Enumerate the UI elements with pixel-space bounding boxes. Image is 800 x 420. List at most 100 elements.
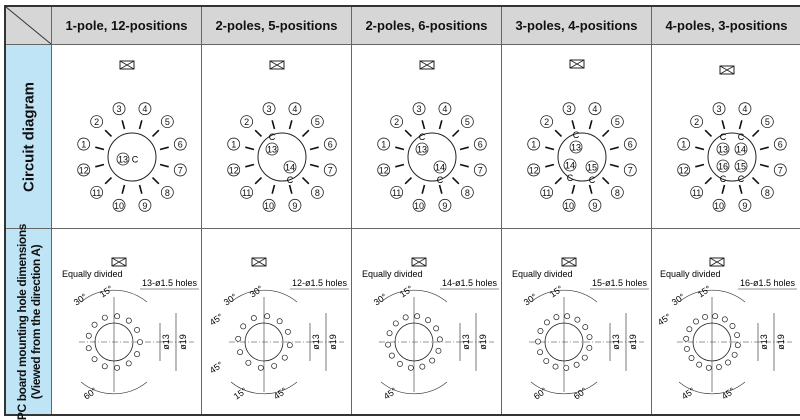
symbol-box <box>569 59 585 69</box>
view-direction-symbol <box>119 60 135 70</box>
pole-circle <box>716 159 730 173</box>
mounting-hole <box>433 325 440 332</box>
mounting-hole <box>705 364 712 371</box>
terminal-circle <box>310 185 324 199</box>
column-header: 2-poles, 6-positions <box>351 5 502 45</box>
view-direction-symbol <box>251 257 267 267</box>
terminal-number: 12 <box>529 165 539 175</box>
pole-number: 14 <box>565 161 575 171</box>
mounting-hole <box>402 314 409 321</box>
equally-divided-label: Equally divided <box>62 269 123 279</box>
diameter-13-label: ø13 <box>759 334 769 350</box>
terminal-number: 11 <box>692 188 701 198</box>
mounting-hole <box>276 318 283 325</box>
terminal-number: 2 <box>244 117 249 127</box>
terminal-number: 2 <box>94 117 99 127</box>
terminal-circle <box>773 137 787 151</box>
terminal-number: 1 <box>81 140 86 150</box>
contact-line <box>395 163 405 168</box>
pole-circle <box>415 142 429 156</box>
terminal-circle <box>438 102 452 116</box>
mounting-hole <box>729 323 736 329</box>
pole-circle <box>265 142 279 156</box>
mounting-hole <box>683 335 690 342</box>
pole-number: 13 <box>417 145 427 155</box>
pole-circle <box>283 160 297 174</box>
terminal-number: 10 <box>414 201 424 211</box>
mounting-hole <box>91 356 98 363</box>
contact-line <box>704 176 713 185</box>
contact-line <box>159 146 169 151</box>
terminal-circle <box>712 198 726 212</box>
angle-arc <box>80 289 148 303</box>
terminal-number: 9 <box>442 201 447 211</box>
terminal-number: 9 <box>592 201 597 211</box>
contact-line <box>554 129 563 138</box>
contact-line <box>104 176 113 185</box>
holes-label: 15-ø1.5 holes <box>592 278 648 288</box>
terminal-number: 6 <box>778 140 783 150</box>
angle-arc <box>678 289 746 303</box>
mounting-hole <box>702 313 709 320</box>
angle-arc <box>530 289 598 303</box>
terminal-circle <box>760 185 774 199</box>
terminal-circle <box>173 163 187 177</box>
contact-line <box>301 176 310 185</box>
mounting-hole <box>688 355 695 361</box>
terminal-circle <box>77 137 91 151</box>
contact-line <box>309 163 319 168</box>
terminal-number: 12 <box>379 165 389 175</box>
view-direction-symbol <box>719 65 735 75</box>
symbol-cross <box>419 60 435 70</box>
terminal-number: 1 <box>381 140 386 150</box>
terminal-circle <box>112 198 126 212</box>
mounting-hole <box>407 364 414 371</box>
contact-line <box>759 163 769 168</box>
pc-label-line1: PC board mounting hole dimensions <box>14 223 29 420</box>
terminal-circle <box>288 102 302 116</box>
contact-line <box>751 176 760 185</box>
terminal-circle <box>623 137 637 151</box>
angle-label: 60° <box>532 385 549 401</box>
pc-board-label: PC board mounting hole dimensions(Viewed… <box>15 223 43 419</box>
diameter-19-label: ø19 <box>478 334 488 350</box>
mounting-hole <box>396 360 403 367</box>
pole-circle <box>563 158 577 172</box>
contact-line <box>451 129 460 138</box>
terminal-number: 4 <box>142 104 147 114</box>
diameter-13-label: ø13 <box>161 334 171 350</box>
mounting-hole <box>564 313 571 320</box>
pole-number: 14 <box>435 163 445 173</box>
header-row: 1-pole, 12-positions 2-poles, 5-position… <box>4 5 800 45</box>
column-header: 2-poles, 5-positions <box>201 5 352 45</box>
angle-label: 15° <box>232 385 249 401</box>
symbol-box <box>419 60 435 70</box>
terminal-number: 7 <box>778 165 783 175</box>
contact-line <box>759 146 769 151</box>
contact-line <box>609 146 619 151</box>
terminal-circle <box>588 198 602 212</box>
pole-number: 13 <box>267 145 277 155</box>
angle-arc <box>530 381 598 395</box>
terminal-circle <box>90 115 104 129</box>
terminal-circle <box>527 163 541 177</box>
mounting-hole <box>734 342 741 349</box>
terminal-circle <box>773 163 787 177</box>
terminal-circle <box>562 102 576 116</box>
symbol-cross <box>251 257 267 267</box>
mounting-hole <box>125 360 132 367</box>
contact-line <box>95 146 105 151</box>
inner-circle <box>94 322 134 362</box>
terminal-circle <box>160 115 174 129</box>
terminal-number: 8 <box>315 188 320 198</box>
mounting-hole <box>419 363 426 370</box>
pole-circle <box>734 159 748 173</box>
mounting-hole <box>712 313 719 320</box>
mounting-hole <box>114 364 121 371</box>
angle-label: 45° <box>680 385 697 401</box>
